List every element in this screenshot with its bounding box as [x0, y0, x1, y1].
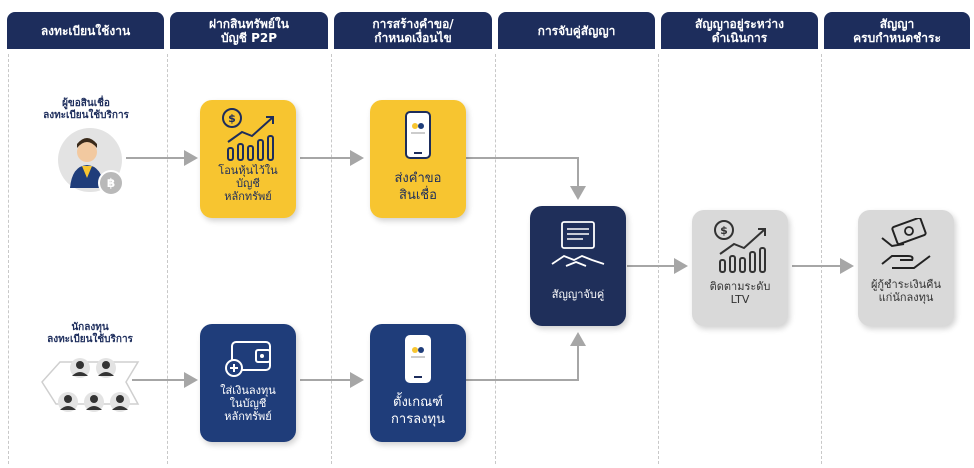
handshake-contract-icon [551, 221, 605, 267]
investors-group-icon [41, 358, 140, 412]
arrow-request-to-match [466, 157, 586, 200]
transfer-shares-label: โอนหุ้นไว้ใน บัญชี หลักทรัพย์ [218, 164, 278, 203]
submit-request-box: ส่งคำขอ สินเชื่อ [370, 100, 466, 218]
repay-box: ผู้กู้ชำระเงินคืน แก่นักลงทุน [858, 210, 954, 326]
column-divider [167, 54, 168, 464]
submit-request-label: ส่งคำขอ สินเชื่อ [394, 171, 442, 203]
set-criteria-box: ตั้งเกณฑ์ การลงทุน [370, 324, 466, 442]
investor-avatar [96, 358, 116, 378]
arrow-criteria-to-match [466, 332, 586, 381]
svg-text:$: $ [720, 224, 728, 237]
matched-contract-box: สัญญาจับคู่ [530, 206, 626, 326]
deposit-cash-label: ใส่เงินลงทุน ในบัญชี หลักทรัพย์ [220, 384, 276, 423]
borrower-label: ผู้ขอสินเชื่อ ลงทะเบียนใช้บริการ [43, 98, 129, 121]
investor-group [34, 354, 144, 416]
column-divider [495, 54, 496, 464]
header-create-request: การสร้างคำขอ/ กำหนดเงื่อนไข [334, 12, 492, 49]
smartphone-icon [405, 335, 431, 383]
header-in-progress: สัญญาอยู่ระหว่าง ดำเนินการ [661, 12, 818, 49]
investor-avatar [110, 392, 130, 412]
transfer-shares-box: $ โอนหุ้นไว้ใน บัญชี หลักทรัพย์ [200, 100, 296, 218]
smartphone-icon [405, 111, 431, 159]
investor-avatar [84, 392, 104, 412]
coin-icon: ฿ [98, 170, 124, 196]
investor-label: นักลงทุน ลงทะเบียนใช้บริการ [47, 322, 133, 345]
wallet-icon [225, 341, 271, 377]
column-divider [821, 54, 822, 464]
header-label: ลงทะเบียนใช้งาน [40, 23, 131, 38]
track-ltv-box: $ ติดตามระดับ LTV [692, 210, 788, 326]
investor-avatar [58, 392, 78, 412]
set-criteria-label: ตั้งเกณฑ์ การลงทุน [391, 395, 445, 427]
header-maturity: สัญญา ครบกำหนดชำระ [824, 12, 970, 49]
header-registration: ลงทะเบียนใช้งาน [7, 12, 164, 49]
growth-chart-icon: $ [222, 108, 274, 161]
deposit-cash-box: ใส่เงินลงทุน ในบัญชี หลักทรัพย์ [200, 324, 296, 442]
matched-contract-label: สัญญาจับคู่ [551, 288, 605, 301]
header-label: การจับคู่สัญญา [537, 23, 616, 38]
header-label: สัญญาอยู่ระหว่าง ดำเนินการ [695, 16, 784, 45]
investor-avatar [70, 358, 90, 378]
header-label: สัญญา ครบกำหนดชำระ [853, 16, 941, 45]
column-divider [8, 54, 9, 464]
track-ltv-label: ติดตามระดับ LTV [709, 280, 771, 306]
column-divider [331, 54, 332, 464]
repay-label: ผู้กู้ชำระเงินคืน แก่นักลงทุน [870, 278, 942, 304]
svg-text:$: $ [228, 112, 236, 125]
borrower-avatar: ฿ [58, 128, 124, 196]
person-icon [70, 138, 104, 188]
header-matching: การจับคู่สัญญา [498, 12, 655, 49]
growth-chart-icon: $ [714, 220, 766, 273]
money-hand-icon [881, 218, 931, 269]
header-deposit-assets: ฝากสินทรัพย์ใน บัญชี P2P [170, 12, 328, 49]
header-label: ฝากสินทรัพย์ใน บัญชี P2P [209, 16, 289, 45]
header-label: การสร้างคำขอ/ กำหนดเงื่อนไข [372, 16, 454, 45]
column-divider [658, 54, 659, 464]
